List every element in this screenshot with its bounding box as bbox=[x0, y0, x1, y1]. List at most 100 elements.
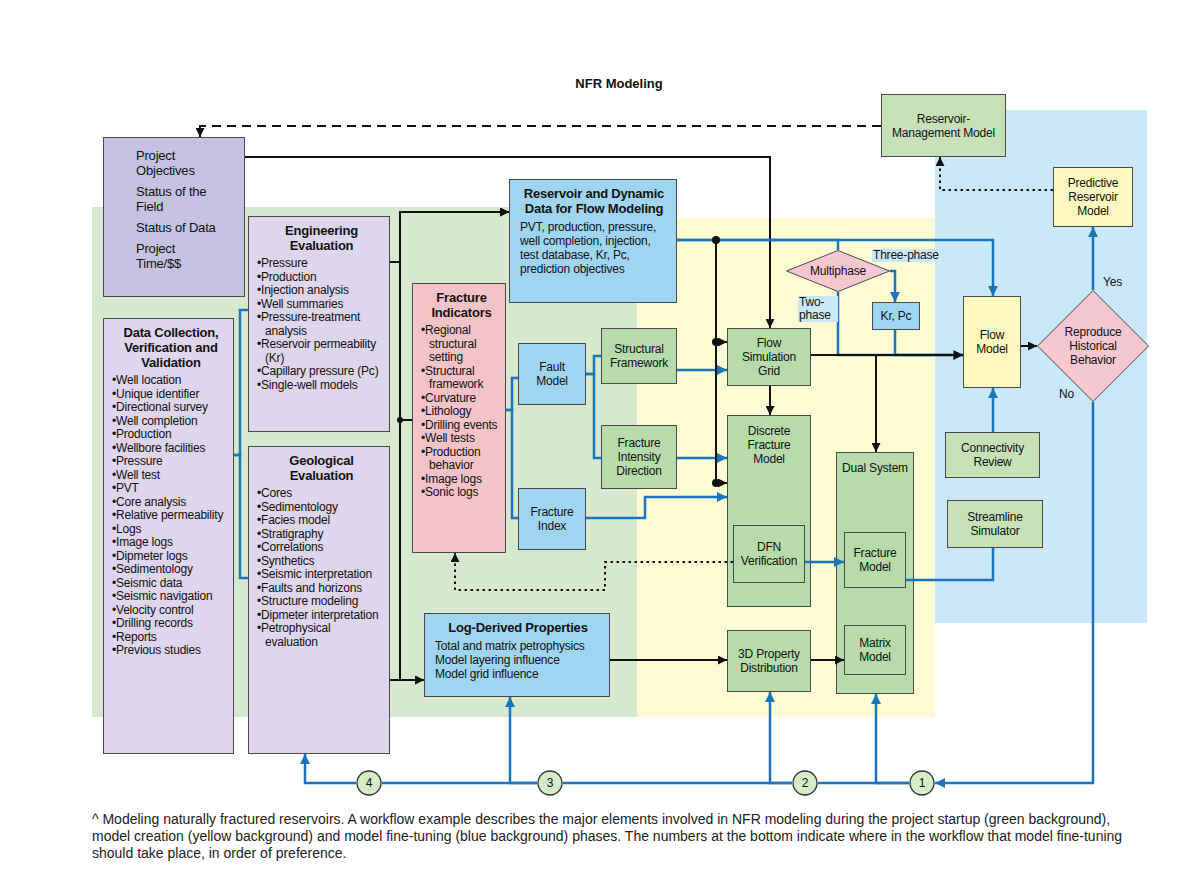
creation-region bbox=[637, 218, 935, 717]
process-box: 3D Property Distribution bbox=[727, 630, 811, 692]
evaluation-box: Engineering Evaluation•Pressure•Producti… bbox=[248, 216, 390, 432]
objectives-box: Project ObjectivesStatus of the FieldSta… bbox=[103, 137, 245, 297]
data-box: Data Collection, Verification and Valida… bbox=[103, 318, 234, 754]
flow-connector bbox=[992, 388, 995, 432]
flow-connector bbox=[876, 694, 909, 783]
junction-dot bbox=[397, 417, 403, 423]
node-heading: Log-Derived Properties bbox=[435, 620, 601, 635]
flow-connector bbox=[677, 240, 727, 483]
node-text: Connectivity Review bbox=[949, 441, 1036, 469]
list-item: •Faults and horizons bbox=[257, 582, 386, 596]
flow-connector bbox=[510, 697, 537, 783]
flow-connector bbox=[234, 455, 248, 578]
flow-connector bbox=[935, 402, 1093, 783]
list-item: •Pressure-treatment analysis bbox=[257, 311, 386, 338]
flow-connector bbox=[610, 659, 727, 661]
process-box: Fracture Index bbox=[518, 488, 586, 550]
flow-connector bbox=[390, 212, 509, 680]
flow-connector bbox=[677, 369, 727, 372]
circle-outline bbox=[910, 771, 934, 795]
node-text: Status of the Field bbox=[136, 184, 218, 214]
edge-label: Three-phase bbox=[872, 249, 940, 262]
flow-connector bbox=[305, 754, 356, 783]
node-text: Fault Model bbox=[522, 360, 582, 388]
flow-connector bbox=[811, 659, 844, 661]
circle-outline bbox=[793, 771, 817, 795]
node-text: Reservoir-Management Model bbox=[885, 112, 1002, 140]
node-text: Matrix Model bbox=[848, 636, 902, 664]
node-text: 3D Property Distribution bbox=[731, 647, 807, 675]
list-item: •Dipmeter interpretation bbox=[257, 609, 386, 623]
circle-outline bbox=[538, 771, 562, 795]
node-heading: Geological Evaluation bbox=[257, 453, 386, 483]
node-text: Status of Data bbox=[136, 220, 218, 235]
list-item: •Seismic data bbox=[112, 577, 230, 591]
flow-connector bbox=[677, 240, 993, 296]
list-item: •Pressure bbox=[257, 257, 386, 271]
decision-diamond: Reproduce Historical Behavior bbox=[1037, 290, 1149, 402]
flow-connector bbox=[890, 271, 895, 302]
list-item: •Structural framework bbox=[421, 365, 502, 392]
node-text: Fracture Model bbox=[848, 546, 902, 574]
flow-connector bbox=[455, 553, 733, 590]
flow-connector bbox=[940, 157, 1053, 190]
node-text: PVT, production, pressure, well completi… bbox=[520, 220, 668, 276]
list-item: •Facies model bbox=[257, 514, 386, 528]
flow-connector bbox=[382, 782, 537, 785]
list-item: •Regional structural setting bbox=[421, 324, 502, 365]
flow-connector bbox=[245, 157, 770, 328]
node-text: Total and matrix petrophysics bbox=[435, 639, 601, 653]
list-item: •Reports bbox=[112, 631, 230, 645]
callout-number: 4 bbox=[356, 770, 382, 796]
list-item: •Production bbox=[112, 428, 230, 442]
list-item: •Pressure bbox=[112, 455, 230, 469]
node-text: Fracture Intensity Direction bbox=[605, 436, 673, 478]
process-box: Discrete Fracture ModelDFN Verification bbox=[727, 415, 811, 607]
flow-connector bbox=[677, 240, 727, 342]
list-item: •Synthetics bbox=[257, 555, 386, 569]
flow-connector bbox=[506, 378, 518, 410]
process-box: Fault Model bbox=[518, 343, 586, 405]
model-box: Predictive Reservoir Model bbox=[1053, 167, 1133, 227]
flow-connector bbox=[811, 355, 876, 452]
callout-text: 2 bbox=[802, 776, 808, 790]
list-item: •Unique identifier bbox=[112, 388, 230, 402]
list-item: •Stratigraphy bbox=[257, 528, 386, 542]
list-item: •Sedimentology bbox=[257, 501, 386, 515]
list-item: •Well summaries bbox=[257, 298, 386, 312]
edge-label: No bbox=[1058, 388, 1075, 401]
circle-outline bbox=[357, 771, 381, 795]
diagram-title: NFR Modeling bbox=[519, 76, 719, 91]
list-item: •Cores bbox=[257, 487, 386, 501]
process-box: Fracture Model bbox=[844, 532, 906, 588]
list-item: •Lithology bbox=[421, 405, 502, 419]
node-text: Model layering influence bbox=[435, 653, 601, 667]
node-text: Reproduce Historical Behavior bbox=[1057, 325, 1129, 367]
process-box: Connectivity Review bbox=[945, 432, 1040, 478]
list-item: •Seismic interpretation bbox=[257, 568, 386, 582]
list-item: •Structure modeling bbox=[257, 595, 386, 609]
flow-connector bbox=[677, 457, 727, 460]
list-item: •Image logs bbox=[112, 536, 230, 550]
list-item: •Production behavior bbox=[421, 446, 502, 473]
node-text: Streamline Simulator bbox=[951, 510, 1039, 538]
flow-connector bbox=[1021, 345, 1037, 347]
flow-connector bbox=[586, 374, 601, 458]
list-item: •PVT bbox=[112, 482, 230, 496]
process-box: Matrix Model bbox=[844, 625, 906, 675]
list-item: •Logs bbox=[112, 523, 230, 537]
data-box: Log-Derived PropertiesTotal and matrix p… bbox=[424, 613, 610, 697]
process-box: Flow Simulation Grid bbox=[727, 328, 811, 386]
flow-connector bbox=[1092, 227, 1095, 290]
list-item: •Well location bbox=[112, 374, 230, 388]
tuning-region bbox=[935, 110, 1147, 623]
flow-connector bbox=[586, 497, 727, 518]
flow-connector bbox=[506, 410, 518, 518]
flow-connector bbox=[200, 126, 881, 137]
flow-connector bbox=[390, 212, 509, 262]
flow-connector bbox=[805, 561, 844, 564]
list-item: •Sonic logs bbox=[421, 486, 502, 500]
junction-dot bbox=[712, 338, 720, 346]
data-box: Reservoir and Dynamic Data for Flow Mode… bbox=[509, 179, 677, 303]
node-heading: Data Collection, Verification and Valida… bbox=[112, 325, 230, 370]
